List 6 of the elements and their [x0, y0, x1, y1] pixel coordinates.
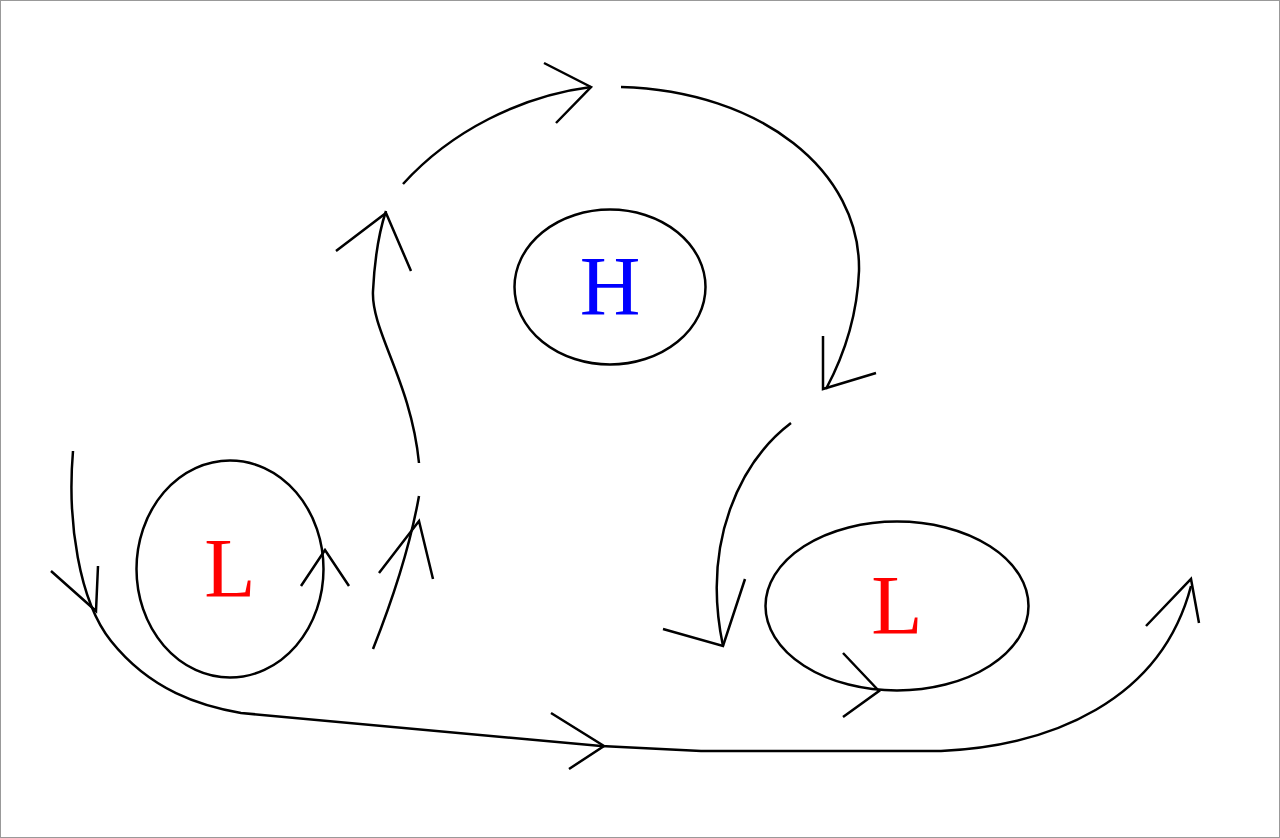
- pressure-ellipse: [764, 520, 1030, 692]
- pressure-label: L: [204, 527, 256, 611]
- pressure-label: L: [871, 564, 923, 648]
- pressure-label: H: [579, 245, 641, 329]
- pressure-ellipse: [513, 208, 707, 366]
- pressure-ellipse: [135, 459, 325, 679]
